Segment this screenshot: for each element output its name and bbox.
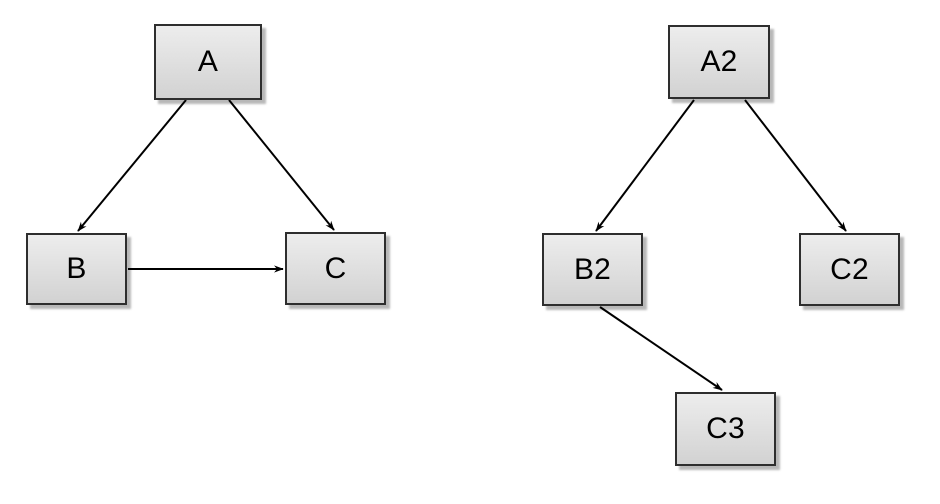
node-label-b2: B2 — [573, 252, 612, 286]
edge-a2-to-b2[interactable] — [595, 99, 695, 232]
edge-a2-to-c2[interactable] — [744, 99, 847, 232]
node-c2[interactable]: C2 — [799, 233, 900, 306]
node-label-a: A — [197, 45, 219, 78]
node-label-c: C — [324, 251, 347, 285]
node-a2[interactable]: A2 — [668, 25, 770, 99]
node-c[interactable]: C — [285, 232, 386, 305]
edge-a-to-c[interactable] — [228, 99, 335, 231]
node-label-a2: A2 — [700, 45, 738, 78]
node-c3[interactable]: C3 — [675, 392, 776, 466]
edge-b2-to-c3[interactable] — [599, 306, 723, 391]
node-label-c2: C2 — [830, 252, 869, 286]
node-b2[interactable]: B2 — [542, 233, 643, 306]
node-label-b: B — [66, 252, 87, 285]
node-b[interactable]: B — [26, 233, 127, 305]
edge-a-to-b[interactable] — [77, 99, 187, 232]
node-label-c3: C3 — [706, 412, 745, 445]
node-a[interactable]: A — [154, 24, 262, 100]
